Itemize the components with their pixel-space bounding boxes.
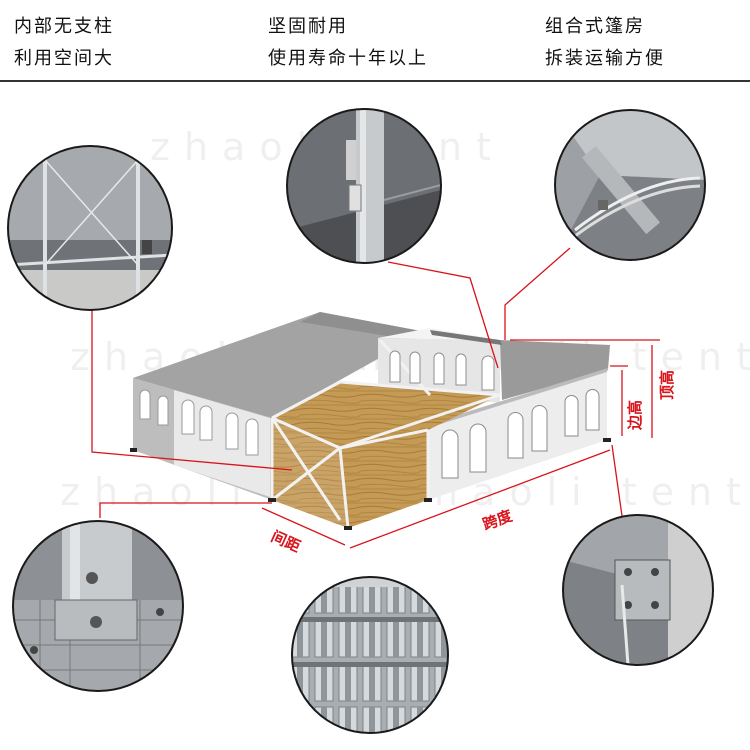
- tent-structure: [130, 312, 611, 530]
- dimension-lines: [261, 339, 660, 549]
- side-height-label: 边高: [626, 400, 644, 431]
- detail-aluminum-profile: [292, 577, 448, 733]
- feature-3-line-2: 拆装运输方便: [545, 48, 665, 69]
- feature-2-line-2: 使用寿命十年以上: [268, 48, 428, 69]
- wooden-floor: [272, 382, 500, 528]
- right-wall-windows: [441, 389, 600, 479]
- roof-panel-right: [500, 340, 610, 400]
- detail-roof-corner-ring: [554, 109, 706, 261]
- back-wall-windows: [389, 350, 495, 391]
- detail-x-bracing-ring: [7, 145, 173, 311]
- bay-spacing-label: 间距: [268, 527, 303, 556]
- detail-aluminum-profile-ring: [291, 576, 449, 734]
- feature-2-line-1: 坚固耐用: [268, 16, 348, 37]
- feature-1-line-1: 内部无支柱: [14, 16, 114, 37]
- roof-panel-left: [133, 312, 426, 418]
- feature-header: 内部无支柱 利用空间大 坚固耐用 使用寿命十年以上 组合式篷房 拆装运输方便: [0, 0, 750, 82]
- front-frame: [270, 338, 501, 529]
- detail-column-joint: [287, 109, 441, 263]
- tent-feet: [130, 438, 611, 530]
- left-wall-windows: [139, 389, 259, 456]
- callout-leaders: [91, 247, 623, 518]
- feature-1-line-2: 利用空间大: [14, 48, 114, 69]
- ridge-height-label: 顶高: [658, 370, 676, 400]
- detail-eave-connector: [563, 515, 713, 665]
- detail-base-plate-ring: [12, 520, 184, 692]
- feature-3-line-1: 组合式篷房: [545, 16, 645, 37]
- detail-roof-corner: [555, 110, 705, 260]
- detail-eave-connector-ring: [562, 514, 714, 666]
- detail-column-joint-ring: [286, 108, 442, 264]
